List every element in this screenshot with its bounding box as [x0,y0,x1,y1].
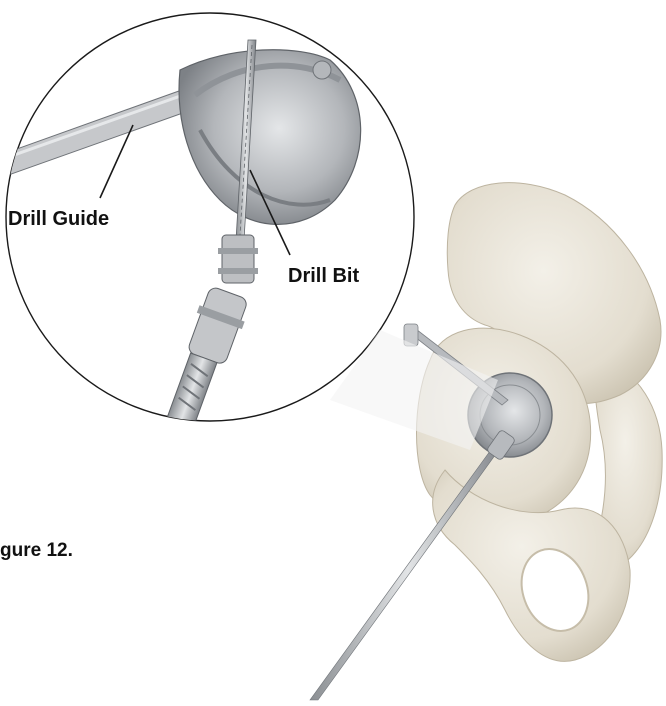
drill-guide-label: Drill Guide [8,208,109,230]
drill-bit-label: Drill Bit [288,265,359,287]
figure-caption: gure 12. [0,540,73,561]
